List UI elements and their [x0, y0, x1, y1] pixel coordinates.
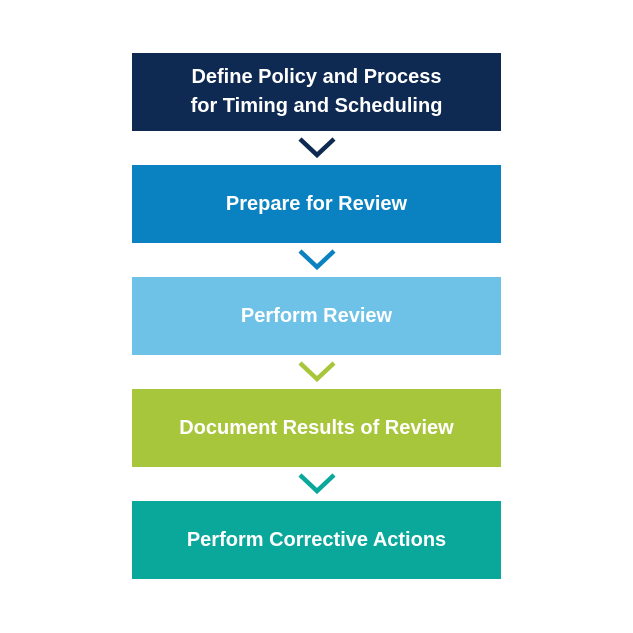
chevron-down-icon — [297, 473, 336, 495]
step-label: Prepare for Review — [225, 192, 408, 215]
step-label: Perform Review — [240, 304, 393, 327]
step-prepare-review: Prepare for Review — [132, 165, 501, 243]
connector-4 — [132, 467, 501, 501]
step-corrective-actions: Perform Corrective Actions — [132, 501, 501, 579]
chevron-down-icon — [297, 361, 336, 383]
chevron-down-icon — [297, 137, 336, 159]
process-flow: Define Policy and Process for Timing and… — [132, 53, 501, 579]
step-label: Document Results of Review — [179, 416, 454, 439]
connector-3 — [132, 355, 501, 389]
connector-2 — [132, 243, 501, 277]
step-label: Define Policy and Process for Timing and… — [190, 66, 443, 117]
step-define-policy: Define Policy and Process for Timing and… — [132, 53, 501, 131]
step-label: Perform Corrective Actions — [186, 528, 447, 551]
step-perform-review: Perform Review — [132, 277, 501, 355]
chevron-down-icon — [297, 249, 336, 271]
connector-1 — [132, 131, 501, 165]
step-document-results: Document Results of Review — [132, 389, 501, 467]
